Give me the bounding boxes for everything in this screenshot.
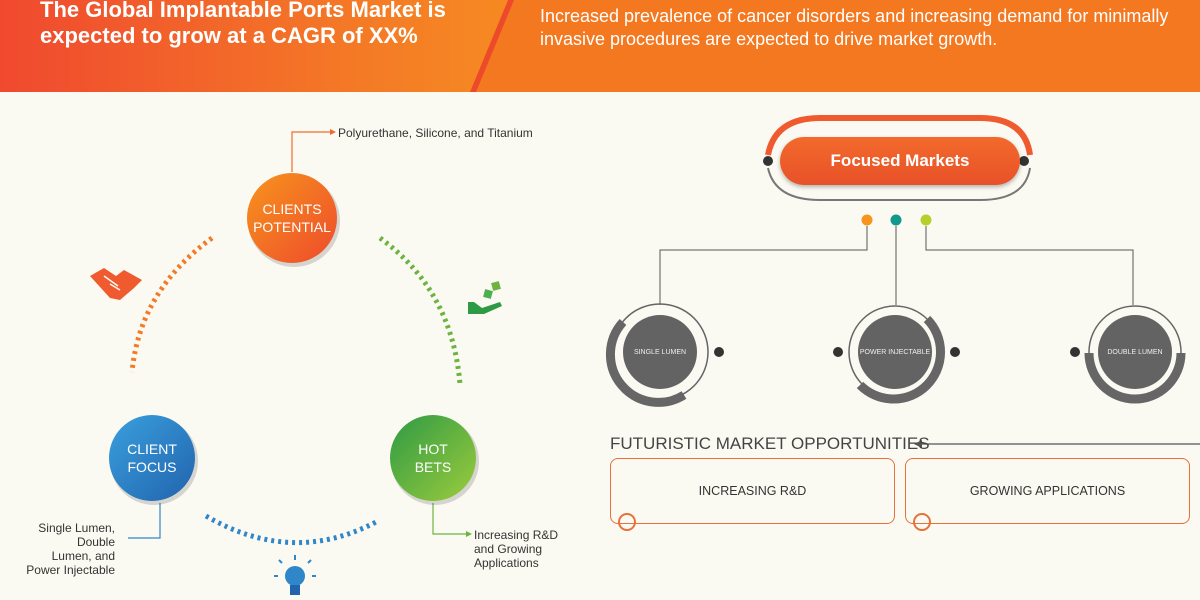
hand-dice-icon <box>468 281 502 314</box>
header-right-panel <box>470 0 1200 92</box>
note-line: and Growing <box>474 542 543 556</box>
segment-power-injectable <box>833 305 960 404</box>
connector-line <box>432 503 466 535</box>
opportunity-box: GROWING APPLICATIONS <box>905 458 1190 524</box>
connector-line <box>128 503 161 539</box>
hot-bets-label: HOT BETS <box>388 440 478 476</box>
opportunity-box: INCREASING R&D <box>610 458 895 524</box>
segment-single-lumen <box>605 303 724 407</box>
label-line: CLIENT <box>127 441 177 457</box>
note-line: Power Injectable <box>26 563 115 577</box>
connector-line <box>291 131 330 172</box>
pill-arc-top <box>765 115 1033 156</box>
clients-potential-label: CLIENTS POTENTIAL <box>247 200 337 236</box>
hot-bets-circle <box>390 415 476 501</box>
note-line: Increasing R&D <box>474 528 559 542</box>
segment-label: DOUBLE LUMEN <box>1107 349 1163 356</box>
note-line: Lumen, and <box>51 549 115 563</box>
label-line: HOT <box>418 441 448 457</box>
dotted-arc-green <box>378 235 463 385</box>
opportunities-title: FUTURISTIC MARKET OPPORTUNITIES <box>610 434 930 453</box>
focused-markets-pill: Focused Markets <box>780 137 1020 185</box>
handshake-icon <box>90 268 142 300</box>
client-focus-circle <box>109 415 195 501</box>
header-banner: The Global Implantable Ports Market is e… <box>0 0 1200 92</box>
dot-lime <box>920 214 932 226</box>
note-line: Applications <box>474 556 539 570</box>
hot-bets-note: Increasing R&D and Growing Applications <box>474 528 558 570</box>
client-focus-note: Single Lumen, Double Lumen, and Power In… <box>10 521 115 577</box>
label-line: CLIENTS <box>262 201 322 217</box>
note-line: Double <box>76 535 115 549</box>
segment-label: POWER INJECTABLE <box>859 349 931 356</box>
label-line: POTENTIAL <box>253 219 331 235</box>
clients-potential-note: Polyurethane, Silicone, and Titanium <box>338 126 533 140</box>
pill-arc-bottom <box>767 167 1031 201</box>
label-line: BETS <box>414 459 452 475</box>
segment-double-lumen <box>1070 305 1186 404</box>
note-line: Single Lumen, <box>38 521 115 535</box>
page-title: The Global Implantable Ports Market is e… <box>40 0 446 48</box>
dot-teal <box>890 214 902 226</box>
label-line: FOCUS <box>127 459 177 475</box>
client-focus-label: CLIENT FOCUS <box>107 440 197 476</box>
dotted-arc-orange <box>129 235 214 373</box>
clients-potential-circle <box>247 173 337 263</box>
dotted-arc-blue <box>204 513 378 545</box>
segment-label: SINGLE LUMEN <box>633 349 687 356</box>
lightbulb-icon <box>274 555 316 595</box>
page-subtitle: Increased prevalence of cancer disorders… <box>540 6 1169 49</box>
dot-orange <box>861 214 873 226</box>
